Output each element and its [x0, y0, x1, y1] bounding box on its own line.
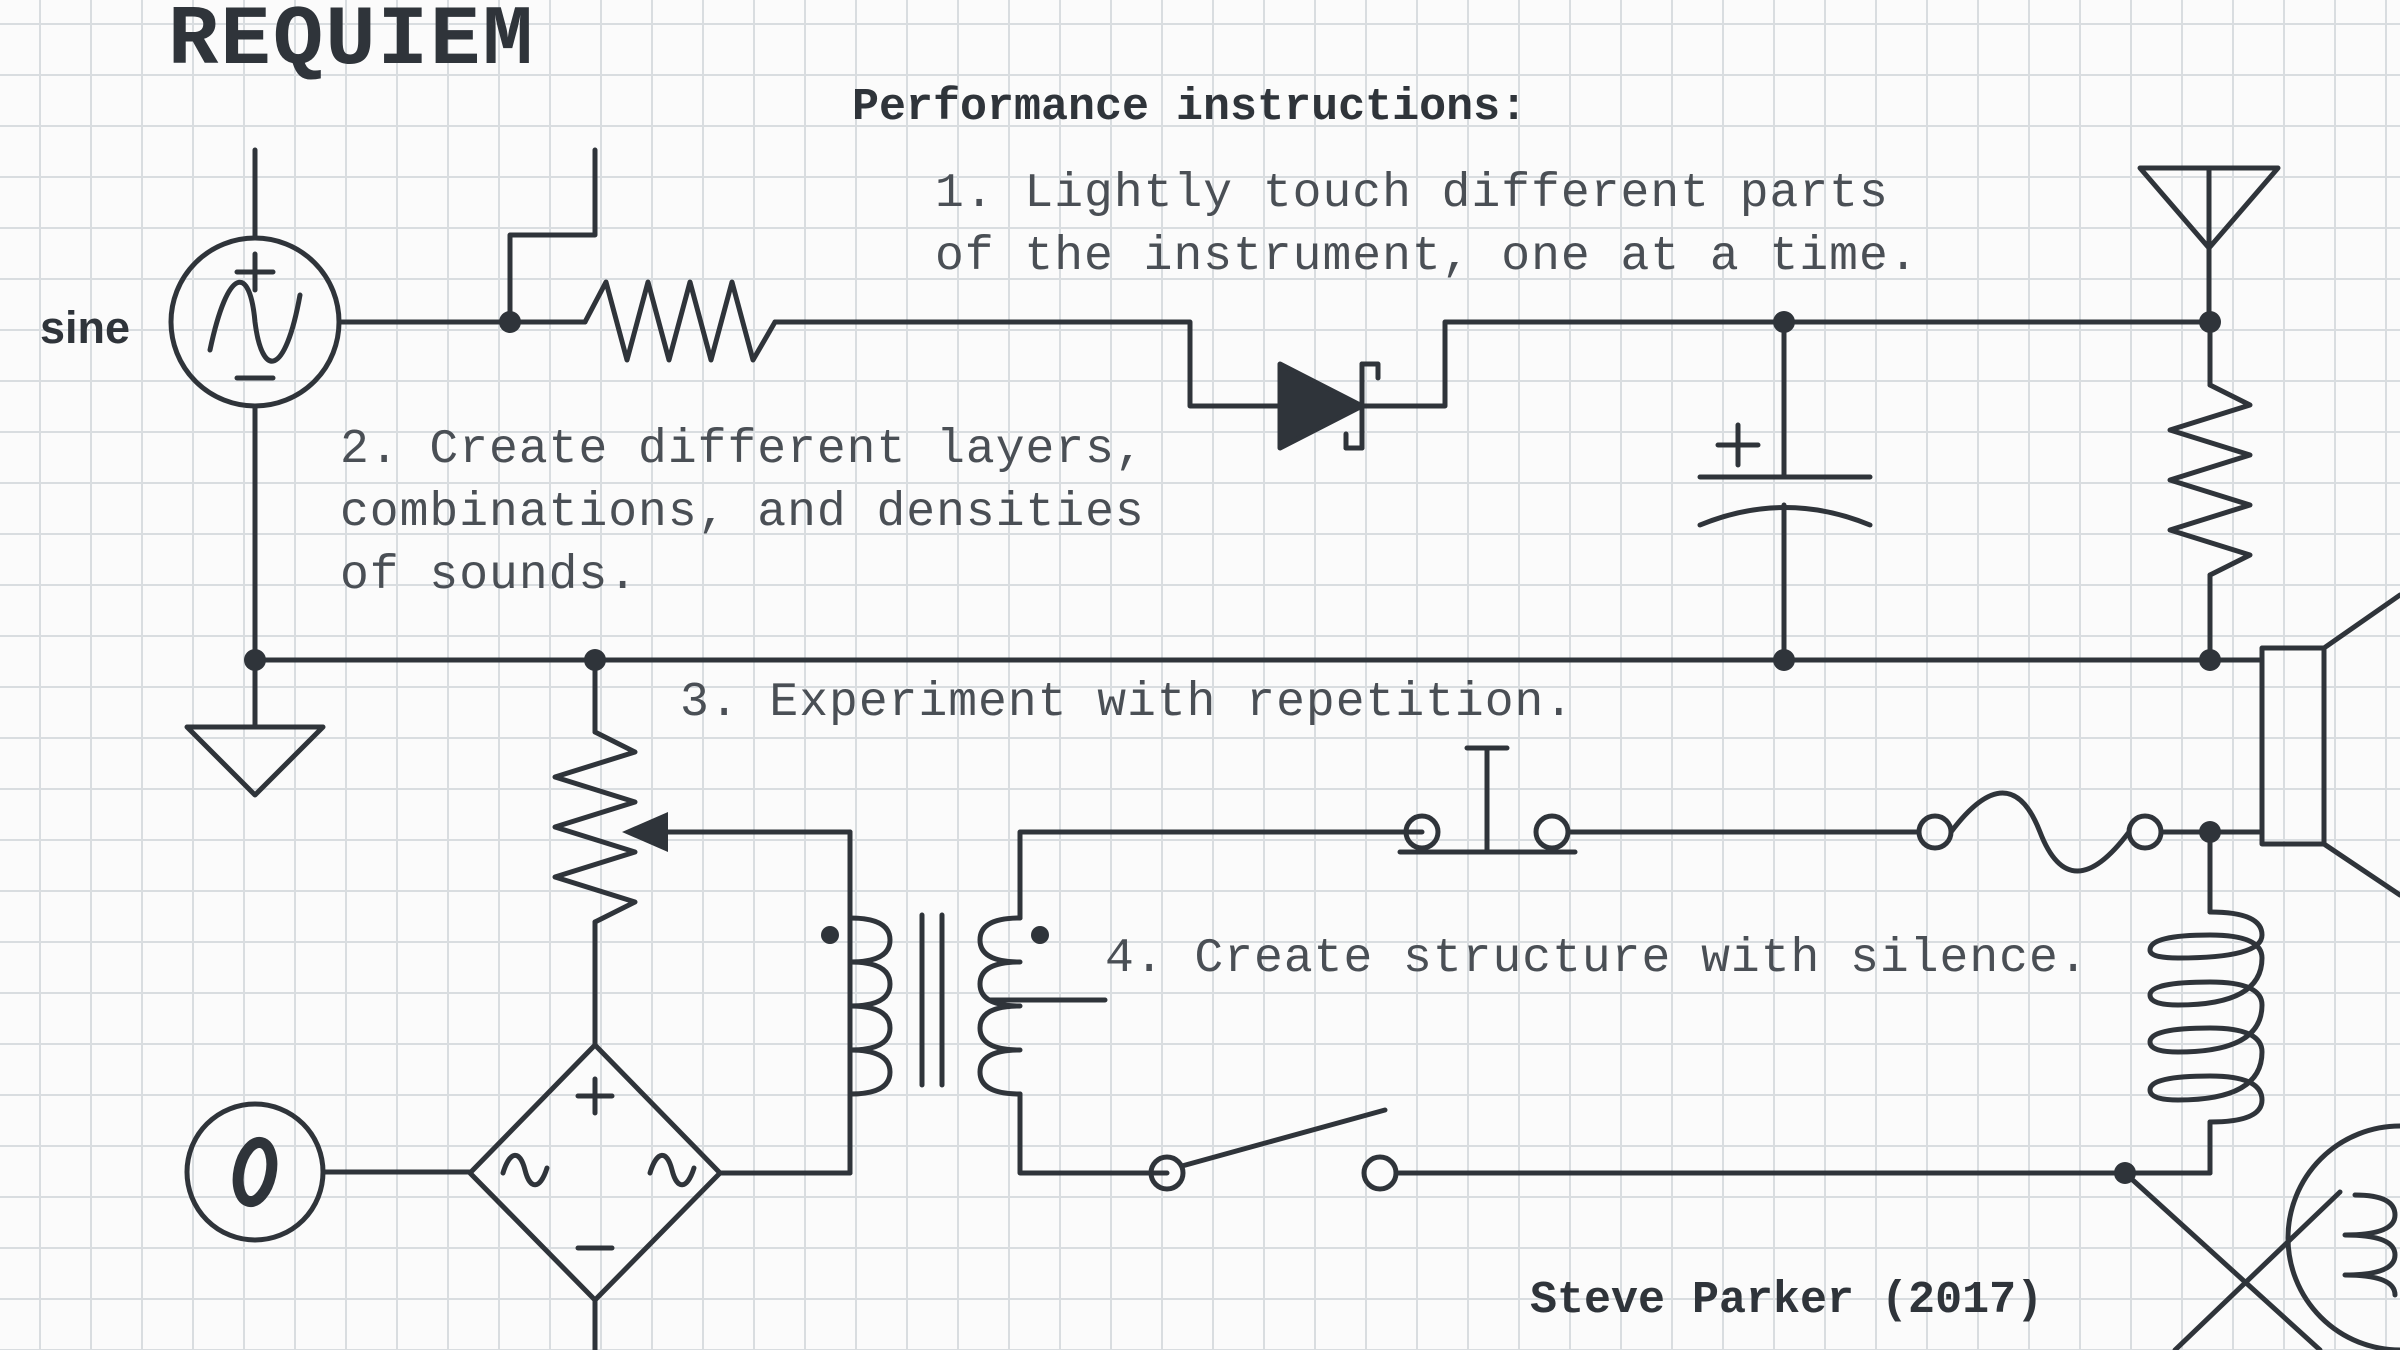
- instruction-4: 4. Create structure with silence.: [1105, 932, 2089, 986]
- antenna-icon: [2137, 165, 2281, 325]
- speaker-icon: [2259, 592, 2400, 898]
- junction-dot: [499, 311, 521, 333]
- ground-icon: [184, 724, 326, 798]
- jfet-gate-lead: [507, 147, 598, 325]
- fuse-icon: [1916, 790, 2164, 874]
- junction-dot: [2199, 311, 2221, 333]
- transformer-dot: [1031, 926, 1049, 944]
- junction-dot: [584, 649, 606, 671]
- secondary-wire-bottom: [1017, 1091, 1170, 1176]
- wiper-wire: [662, 829, 853, 1176]
- junction-dot: [2199, 821, 2221, 843]
- instructions-heading: Performance instructions:: [852, 82, 1528, 133]
- bridge-rectifier-icon: [467, 1042, 723, 1303]
- author-credit: Steve Parker (2017): [1530, 1275, 2044, 1326]
- transformer-icon: [847, 912, 1108, 1097]
- wiper-arrow-icon: [622, 812, 668, 852]
- page-title: REQUIEM: [168, 0, 535, 89]
- switch-icon: [1148, 1107, 1399, 1192]
- meter-icon: [184, 1101, 326, 1243]
- sine-source-icon: [168, 235, 342, 409]
- secondary-wire-top: [1017, 829, 1425, 921]
- instruction-1: 1. Lightly touch different parts of the …: [935, 167, 1919, 284]
- wire-top-to-diode: [772, 319, 1283, 409]
- resistor-top-icon: [582, 279, 778, 363]
- junction-dot: [2114, 1162, 2136, 1184]
- instruction-2: 2. Create different layers, combinations…: [340, 423, 1145, 603]
- transformer-dot: [821, 926, 839, 944]
- inductor-icon: [2147, 909, 2265, 1125]
- schottky-diode-icon: [1277, 361, 1381, 451]
- wire-diode-to-right: [1359, 319, 2213, 409]
- push-button-icon: [1397, 745, 1578, 855]
- sine-label: sine: [40, 302, 131, 353]
- resistor-right-icon: [2167, 382, 2253, 578]
- potentiometer-icon: [552, 729, 638, 925]
- junction-dot: [244, 649, 266, 671]
- junction-dot: [1773, 649, 1795, 671]
- vacuum-tube-icon: [2122, 1123, 2400, 1350]
- junction-dot: [2199, 649, 2221, 671]
- instruction-3: 3. Experiment with repetition.: [680, 676, 1575, 730]
- junction-dot: [1773, 311, 1795, 333]
